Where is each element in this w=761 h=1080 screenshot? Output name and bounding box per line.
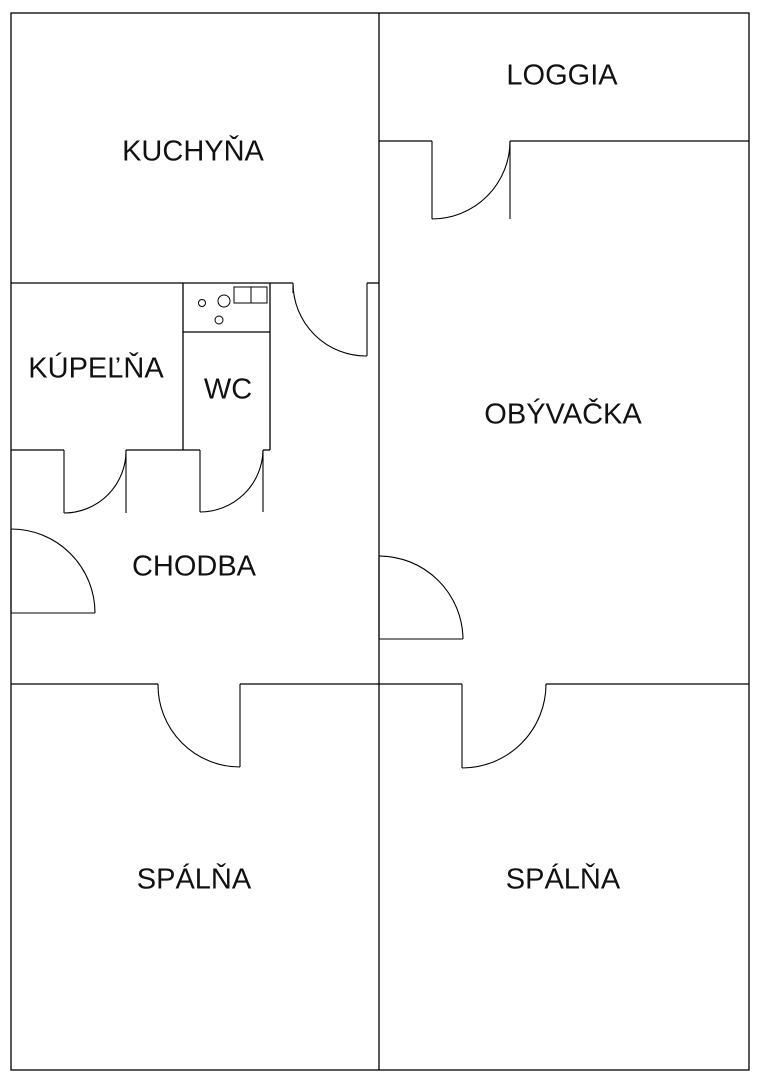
door-wc[interactable] — [199, 449, 264, 513]
door-bathroom[interactable] — [63, 449, 127, 514]
door-living-room[interactable] — [378, 555, 464, 640]
sink-bowl-small — [198, 299, 206, 307]
outer-wall — [10, 12, 750, 1071]
cistern-right — [250, 286, 268, 304]
cistern-left — [233, 286, 252, 304]
room-label-wc: WC — [204, 374, 252, 406]
door-bedroom-right[interactable] — [461, 683, 547, 769]
door-entrance[interactable] — [10, 528, 96, 614]
door-loggia[interactable] — [431, 140, 511, 220]
wc-fixtures — [198, 286, 268, 325]
room-label-loggia: LOGGIA — [506, 60, 618, 92]
room-label-bedroom-left: SPÁLŇA — [137, 863, 252, 896]
room-label-living-room: OBÝVAČKA — [484, 397, 642, 431]
door-bedroom-left[interactable] — [157, 683, 241, 768]
room-label-hallway: CHODBA — [132, 551, 257, 583]
room-label-bathroom: KÚPEĽŇA — [28, 352, 164, 385]
room-label-bedroom-right: SPÁLŇA — [506, 863, 621, 896]
door-kitchen[interactable] — [292, 282, 368, 357]
drain — [214, 315, 224, 325]
sink-bowl-large — [217, 294, 231, 308]
room-label-kitchen: KUCHYŇA — [122, 135, 264, 168]
